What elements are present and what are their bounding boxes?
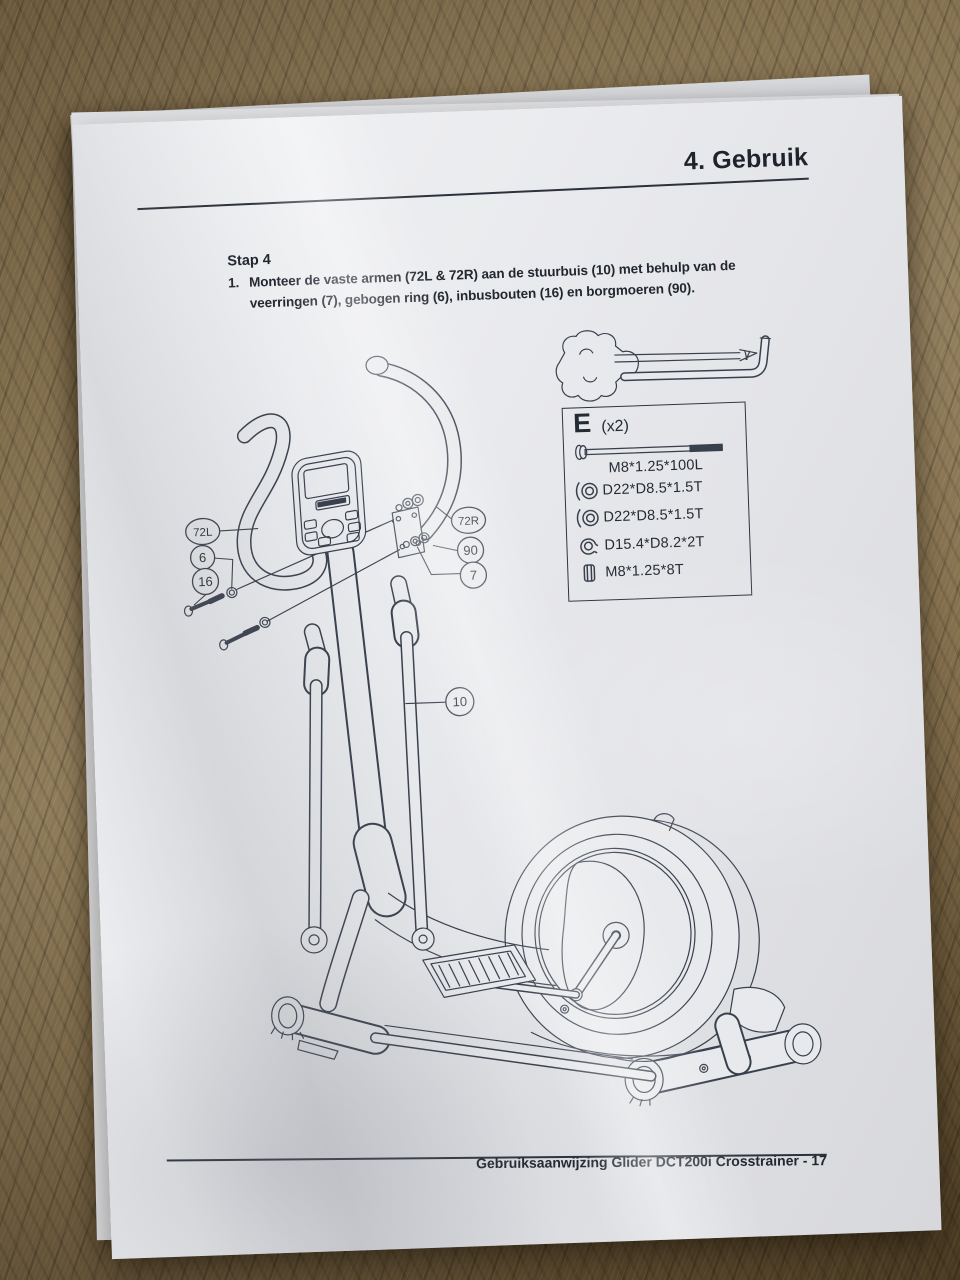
- step-instructions: Stap 4 1. Monteer de vaste armen (72L & …: [227, 233, 809, 315]
- front-frame: [270, 889, 657, 1082]
- nut-icon: [583, 564, 596, 583]
- callout-10: 10: [452, 694, 467, 709]
- hardware-spec: M8*1.25*8T: [605, 562, 685, 581]
- callout-16: 16: [198, 574, 213, 589]
- moving-arm-right: [390, 575, 435, 951]
- crank-and-pedal: [422, 930, 621, 1002]
- step-item-number: 1.: [227, 275, 240, 291]
- manual-page: 4. Gebruik Stap 4 1. Monteer de vaste ar…: [72, 95, 942, 1260]
- moving-arm-left: [300, 623, 331, 954]
- hardware-box-label: E: [572, 407, 592, 439]
- hardware-row: D22*D8.5*1.5T: [566, 499, 749, 533]
- callout-90: 90: [463, 542, 478, 557]
- callout-7: 7: [470, 567, 478, 582]
- hardware-row: M8*1.25*8T: [568, 554, 751, 588]
- fixed-arm-right: [365, 355, 462, 541]
- steering-post: [326, 518, 557, 987]
- callout-72R: 72R: [458, 515, 480, 528]
- spring-washer-icon: [580, 538, 599, 555]
- console: [291, 450, 367, 556]
- header-rule: [137, 177, 809, 211]
- hardware-box-quantity: (x2): [601, 417, 630, 436]
- callout-labels: 72L 6 16 72R 90 7 10: [193, 515, 480, 709]
- curved-washer-icon: [575, 481, 598, 501]
- bolt-icon: [575, 443, 723, 460]
- hardware-row: D22*D8.5*1.5T: [565, 472, 748, 506]
- fixed-arm-left: [236, 413, 328, 591]
- hardware-spec: D15.4*D8.2*2T: [604, 533, 705, 554]
- flywheel-housing: [504, 813, 786, 1076]
- hardware-row: D15.4*D8.2*2T: [567, 526, 750, 560]
- hardware-spec: D22*D8.5*1.5T: [602, 478, 703, 499]
- callout-bubbles: [185, 506, 488, 717]
- callout-leaders: [193, 506, 461, 705]
- hardware-spec: D22*D8.5*1.5T: [603, 506, 704, 526]
- chapter-title: 4. Gebruik: [683, 143, 809, 176]
- callout-6: 6: [199, 550, 207, 565]
- callout-72L: 72L: [193, 527, 213, 540]
- hardware-box: E (x2) M8*1.25*100L D22*D8.5*1.5T: [561, 401, 753, 602]
- mounting-bracket: [391, 493, 430, 559]
- curved-washer-icon: [576, 509, 599, 529]
- assembly-diagram: 72L 6 16 72R 90 7 10: [183, 330, 822, 1107]
- footer-text: Gebruiksaanwijzing Glider DCT200i Crosst…: [476, 1152, 828, 1172]
- multi-tool-icon: [555, 330, 771, 402]
